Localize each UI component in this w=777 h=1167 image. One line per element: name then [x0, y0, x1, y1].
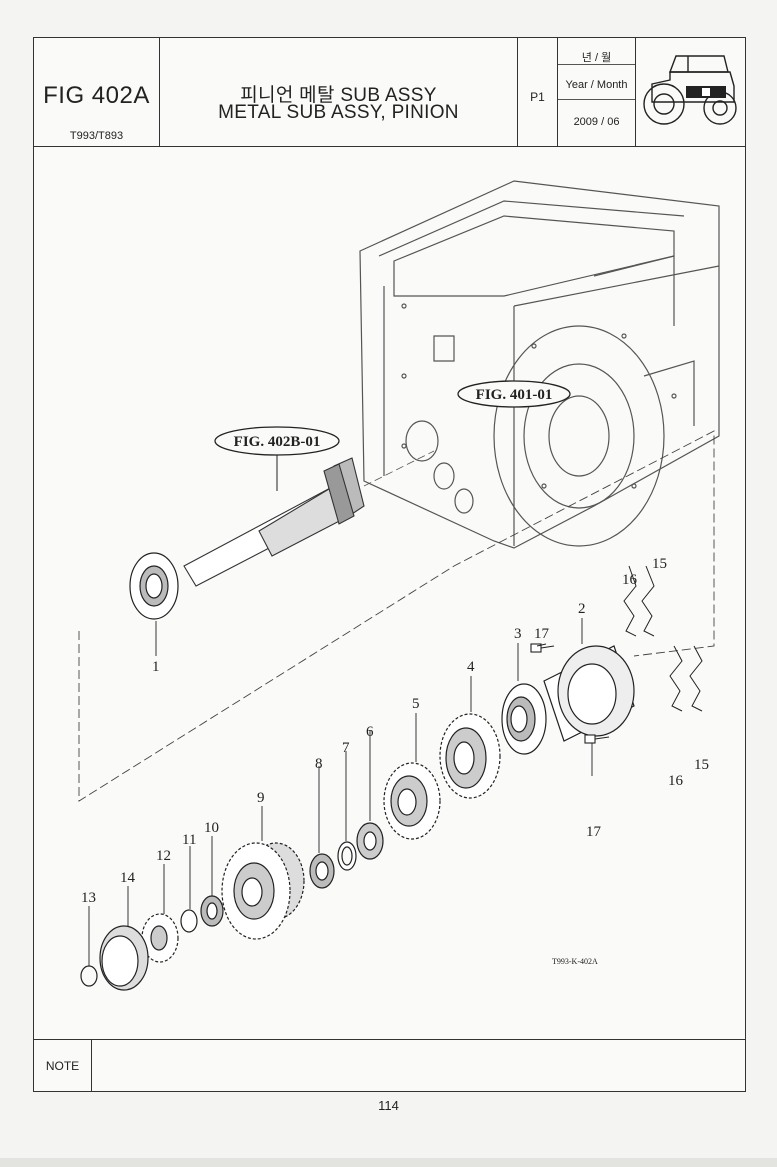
svg-text:FIG. 402B-01: FIG. 402B-01 — [234, 434, 321, 450]
tractor-cell — [636, 38, 745, 146]
callout-15-lower: 15 — [694, 757, 709, 773]
tractor-icon — [643, 55, 737, 125]
callout-12: 12 — [156, 848, 171, 864]
figure-id-cell: FIG 402A T993/T893 — [34, 38, 160, 146]
needle-bearing-part-10 — [200, 895, 224, 927]
part-callouts: 1 2 3 4 5 6 7 8 9 10 11 12 13 14 15 15 1… — [81, 556, 709, 906]
bolt-part-17-lower — [584, 734, 610, 744]
callout-16-lower: 16 — [668, 773, 684, 789]
svg-text:FIG. 401-01: FIG. 401-01 — [476, 387, 553, 403]
gear-part-5 — [383, 762, 441, 840]
shims-part-15-16-lower — [669, 645, 703, 712]
figure-id: FIG 402A — [43, 82, 150, 109]
needle-bearing-part-8 — [309, 853, 335, 889]
drawing-code: T993-K-402A — [552, 957, 598, 966]
transmission-housing — [359, 180, 720, 549]
callout-17-lower: 17 — [586, 824, 602, 840]
bearing-part-1 — [129, 552, 179, 620]
callout-10: 10 — [204, 820, 219, 836]
page-code-cell: P1 — [518, 38, 558, 146]
callout-11: 11 — [182, 832, 196, 848]
revision-date: 2009 / 06 — [573, 116, 620, 128]
note-label: NOTE — [34, 1040, 92, 1092]
callout-2: 2 — [578, 601, 586, 617]
callout-4: 4 — [467, 659, 475, 675]
parts-sheet: FIG 402A T993/T893 피니언 메탈 SUB ASSY METAL… — [33, 37, 746, 1092]
year-month-korean: 년 / 월 — [581, 52, 612, 64]
title-block: FIG 402A T993/T893 피니언 메탈 SUB ASSY METAL… — [34, 38, 745, 147]
gear-part-4 — [439, 713, 501, 799]
nut-part-6 — [356, 822, 384, 860]
callout-17-upper: 17 — [534, 626, 550, 642]
title-cell: 피니언 메탈 SUB ASSY METAL SUB ASSY, PINION — [160, 38, 518, 146]
note-row: NOTE — [34, 1039, 745, 1092]
pinion-shaft — [183, 457, 365, 587]
fig-401-01-reference[interactable]: FIG. 401-01 — [457, 380, 571, 408]
page-number: 114 — [378, 1098, 399, 1113]
gear-part-12 — [141, 913, 179, 963]
page-code: P1 — [530, 90, 545, 104]
callout-16-upper: 16 — [622, 572, 638, 588]
callout-5: 5 — [412, 696, 420, 712]
model-numbers: T993/T893 — [69, 130, 124, 142]
shims-part-15-16-upper — [623, 565, 655, 637]
exploded-view-drawing: FIG. 402B-01 FIG. 401-01 — [34, 146, 745, 1039]
callout-7: 7 — [342, 740, 350, 756]
date-cell: 년 / 월 Year / Month 2009 / 06 — [558, 38, 636, 146]
bolt-part-17-upper — [530, 643, 555, 653]
fig-402b-01-reference[interactable]: FIG. 402B-01 — [214, 426, 340, 456]
callout-15-upper: 15 — [652, 556, 667, 572]
washer-part-7 — [337, 841, 357, 871]
retainer-part-2 — [543, 645, 635, 742]
callout-13: 13 — [81, 890, 96, 906]
ring-part-11 — [180, 909, 198, 933]
gear-part-9 — [221, 842, 305, 940]
callout-9: 9 — [257, 790, 265, 806]
year-month-label: Year / Month — [558, 64, 635, 100]
scan-edge — [0, 1158, 777, 1167]
assembly-line — [78, 430, 715, 802]
title-korean: 피니언 메탈 SUB ASSY — [240, 85, 437, 106]
callout-14: 14 — [120, 870, 136, 886]
callout-1: 1 — [152, 659, 160, 675]
note-text — [100, 1040, 737, 1092]
callout-3: 3 — [514, 626, 522, 642]
bearing-part-3 — [501, 683, 547, 755]
title-english: METAL SUB ASSY, PINION — [218, 102, 459, 123]
snap-ring-part-13 — [80, 965, 98, 987]
callout-8: 8 — [315, 756, 323, 772]
sleeve-part-14 — [99, 925, 149, 991]
leader-lines — [88, 618, 593, 966]
callout-6: 6 — [366, 724, 374, 740]
